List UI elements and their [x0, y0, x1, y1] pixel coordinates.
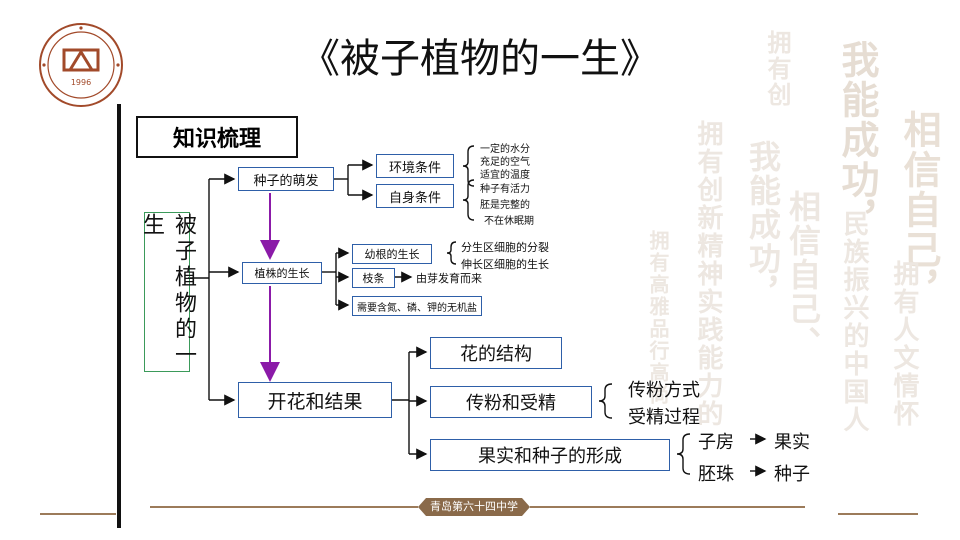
logo-year: 1996: [70, 78, 92, 87]
school-emblem-icon: [39, 23, 123, 107]
node-flower-structure: 花的结构: [430, 337, 562, 369]
footer-line-center-right: [530, 506, 805, 508]
node-fruit-seed-formation: 果实和种子的形成: [430, 439, 670, 471]
node-root-growth: 幼根的生长: [352, 244, 432, 264]
mapping-fruit: 果实: [774, 432, 810, 453]
left-accent-bar: [117, 104, 121, 528]
node-minerals: 需要含氮、磷、钾的无机盐: [352, 296, 482, 316]
mapping-ovary: 子房: [698, 432, 734, 453]
school-logo: 1996: [38, 22, 124, 108]
detail-not-dormant: 不在休眠期: [484, 216, 534, 227]
detail-elongation: 伸长区细胞的生长: [461, 258, 549, 271]
mapping-seed: 种子: [774, 464, 810, 485]
node-internal-conditions: 自身条件: [376, 184, 454, 208]
footer-line-center-left: [150, 506, 418, 508]
detail-branch-origin: 由芽发育而来: [416, 272, 482, 285]
detail-embryo-intact: 胚是完整的: [480, 200, 530, 211]
detail-pollination-methods: 传粉方式: [628, 380, 700, 401]
stage-germination: 种子的萌发: [238, 167, 334, 191]
stage-flowering-fruiting: 开花和结果: [238, 382, 392, 418]
detail-temperature: 适宜的温度: [480, 170, 530, 181]
node-pollination-fertilization: 传粉和受精: [430, 386, 592, 418]
node-environment-conditions: 环境条件: [376, 154, 454, 178]
node-branch: 枝条: [352, 268, 395, 288]
root-node: 被子植物的一生: [139, 212, 196, 372]
footer-line-left: [40, 513, 116, 515]
detail-air: 充足的空气: [480, 157, 530, 168]
root-label: 被子植物的一生: [139, 213, 196, 369]
page-title: 《被子植物的一生》: [300, 36, 660, 82]
footer-line-right: [838, 513, 918, 515]
detail-meristem: 分生区细胞的分裂: [461, 241, 549, 254]
detail-fertilization-process: 受精过程: [628, 407, 700, 428]
detail-seed-viable: 种子有活力: [480, 184, 530, 195]
stage-plant-growth: 植株的生长: [242, 262, 322, 284]
mapping-ovule: 胚珠: [698, 464, 734, 485]
school-name-badge: 青岛第六十四中学: [418, 498, 530, 516]
section-heading: 知识梳理: [136, 116, 298, 158]
detail-water: 一定的水分: [480, 144, 530, 155]
